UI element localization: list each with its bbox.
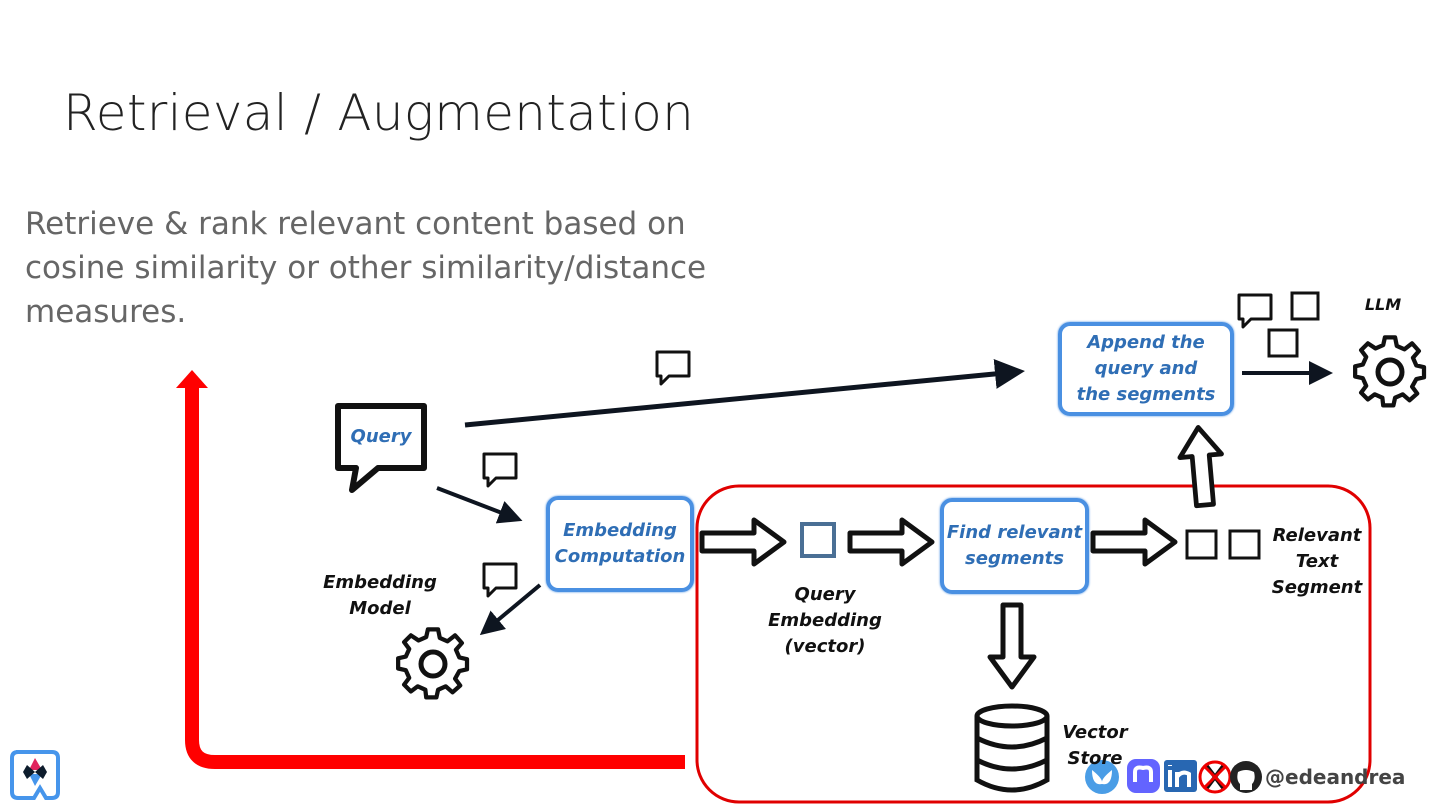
hollow-arrow (702, 520, 784, 564)
append-node: Append the query and the segments (1058, 322, 1234, 416)
hollow-arrow-up (1177, 426, 1225, 507)
label-line: Relevant (1272, 525, 1362, 546)
hollow-arrow (850, 520, 932, 564)
x-icon-crossed (1198, 760, 1232, 794)
node-text: Computation (554, 546, 686, 567)
label-line: Query (794, 584, 856, 605)
node-text: Embedding (563, 520, 677, 541)
speech-bubble-icon (1237, 293, 1273, 329)
label-line: Text (1295, 551, 1339, 572)
speech-bubble-icon (482, 562, 518, 598)
social-icons (1085, 759, 1262, 794)
label-line: Model (349, 598, 411, 619)
label-line: Vector (1062, 722, 1128, 743)
node-text: segments (965, 548, 1064, 569)
segment-square-icon (1185, 529, 1218, 560)
model-gear-icon (398, 629, 467, 697)
relevant-segment-label: Relevant Text Segment (1262, 523, 1372, 601)
hollow-arrow (1093, 520, 1175, 564)
database-icon (974, 703, 1050, 793)
label-line: Embedding (768, 610, 882, 631)
arrow-query-to-embedding (436, 486, 523, 524)
vector-store-label: Vector Store (1055, 720, 1135, 772)
label-line: Segment (1271, 577, 1363, 598)
llm-gear-icon (1355, 337, 1424, 405)
slide-subtitle: Retrieve & rank relevant content based o… (25, 206, 707, 330)
hollow-arrow-down (990, 605, 1034, 687)
slide-title: Retrieval / Augmentation (63, 84, 695, 142)
node-text: Append the (1087, 332, 1205, 353)
segment-square-icon (1267, 328, 1299, 358)
speech-bubble-icon (655, 350, 691, 386)
segment-square-icon (1228, 529, 1261, 560)
feedback-arrow (185, 385, 685, 769)
label-line: Store (1067, 748, 1123, 769)
embedding-computation-node: Embedding Computation (546, 496, 694, 592)
llm-label: LLM (1364, 295, 1402, 314)
label-line: (vector) (784, 636, 866, 657)
query-vector-square-icon (800, 522, 836, 558)
query-bubble (335, 403, 427, 493)
social-handle[interactable]: @edeandrea (1265, 765, 1406, 789)
segment-square-icon (1290, 291, 1320, 321)
quarkus-logo (10, 750, 60, 800)
node-text: Find relevant (946, 522, 1083, 543)
embedding-model-label: Embedding Model (320, 570, 440, 622)
find-segments-node: Find relevant segments (940, 498, 1089, 594)
bluesky-icon (1085, 760, 1119, 794)
arrow-query-to-append (464, 358, 1025, 428)
node-text: the segments (1076, 384, 1216, 405)
retrieval-frame (695, 484, 1372, 804)
query-embedding-label: Query Embedding (vector) (760, 582, 890, 660)
speech-bubble-icon (482, 452, 518, 488)
label-line: Embedding (323, 572, 437, 593)
linkedin-glyph (1168, 765, 1191, 787)
query-label: Query (350, 426, 412, 447)
feedback-arrowhead (176, 370, 208, 388)
arrow-embedding-to-model (479, 583, 542, 636)
node-text: query and (1094, 358, 1198, 379)
